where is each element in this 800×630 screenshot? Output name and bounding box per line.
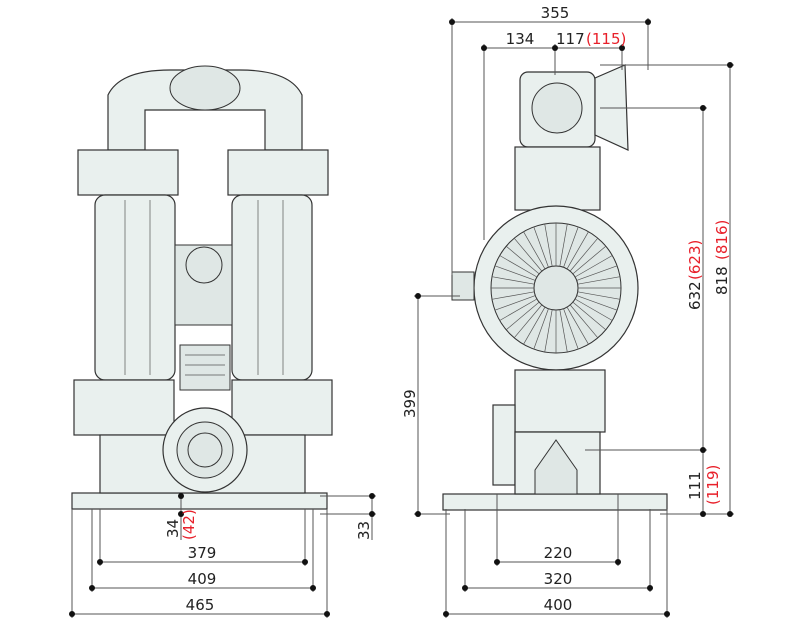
front-top-port	[169, 65, 241, 111]
dim-front-33: 33	[355, 521, 373, 540]
front-left-lower-flange	[73, 379, 175, 436]
dim-side-134: 134	[506, 30, 535, 48]
dim-front-465: 465	[186, 596, 215, 614]
housing-rib	[491, 291, 535, 300]
housing-rib	[513, 237, 543, 272]
front-muffler	[179, 344, 231, 391]
housing-rib	[574, 298, 613, 321]
front-right-upper-flange	[227, 149, 329, 196]
housing-rib	[576, 295, 618, 311]
housing-rib	[494, 295, 536, 311]
housing-rib	[559, 223, 568, 267]
housing-rib	[572, 245, 607, 275]
dim-side-816: (816)	[713, 220, 731, 260]
side-lower-chamber	[514, 369, 606, 433]
dim-side-115: (115)	[586, 30, 626, 48]
housing-rib	[574, 255, 613, 278]
housing-rib	[572, 301, 607, 331]
dim-side-632: 632	[686, 281, 704, 310]
side-upper-chamber	[514, 146, 601, 211]
housing-rib	[569, 237, 599, 272]
housing-rib	[505, 245, 540, 275]
housing-rib	[533, 226, 549, 268]
housing-rib	[513, 304, 543, 339]
dim-front-409: 409	[188, 570, 217, 588]
front-view-pump	[71, 65, 333, 510]
dim-side-400: 400	[544, 596, 573, 614]
housing-rib	[559, 309, 568, 353]
dim-front-379: 379	[188, 544, 217, 562]
housing-rib	[523, 306, 546, 345]
dim-side-623: (623)	[686, 240, 704, 280]
front-left-upper-flange	[77, 149, 179, 196]
dim-side-220: 220	[544, 544, 573, 562]
side-air-inlet	[451, 271, 475, 301]
side-lower-flange	[492, 404, 516, 486]
dim-side-119: (119)	[704, 465, 722, 505]
housing-rib	[494, 265, 536, 281]
housing-rib	[544, 309, 553, 353]
housing-rib	[544, 223, 553, 267]
housing-rib	[566, 231, 589, 270]
housing-rib	[491, 276, 535, 285]
housing-rib	[577, 291, 621, 300]
dim-front-34: 34	[164, 519, 182, 538]
dim-side-111: 111	[686, 471, 704, 500]
housing-rib	[576, 265, 618, 281]
side-view-pump	[442, 64, 668, 511]
dim-front-42: (42)	[180, 509, 198, 540]
housing-rib	[505, 301, 540, 331]
side-view-dimensions: 355 134 117 (115) 818 (816) 632 (623) 11…	[401, 4, 734, 618]
dim-side-320: 320	[544, 570, 573, 588]
housing-rib	[499, 255, 538, 278]
housing-rib	[563, 308, 579, 350]
housing-rib	[569, 304, 599, 339]
front-left-chamber	[94, 194, 176, 381]
housing-rib	[577, 276, 621, 285]
housing-rib	[563, 226, 579, 268]
front-base-plate	[71, 492, 328, 510]
dim-side-355: 355	[541, 4, 570, 22]
dim-side-117: 117	[556, 30, 585, 48]
side-housing-ribs	[491, 223, 621, 353]
front-view-dimensions: 465 409 379 34 (42) 33	[69, 493, 376, 618]
housing-rib	[523, 231, 546, 270]
housing-rib	[533, 308, 549, 350]
front-right-chamber	[231, 194, 313, 381]
dim-side-818: 818	[713, 266, 731, 295]
side-base-plate	[442, 493, 668, 511]
dim-side-399: 399	[401, 389, 419, 418]
housing-rib	[566, 306, 589, 345]
housing-rib	[499, 298, 538, 321]
front-right-lower-flange	[231, 379, 333, 436]
